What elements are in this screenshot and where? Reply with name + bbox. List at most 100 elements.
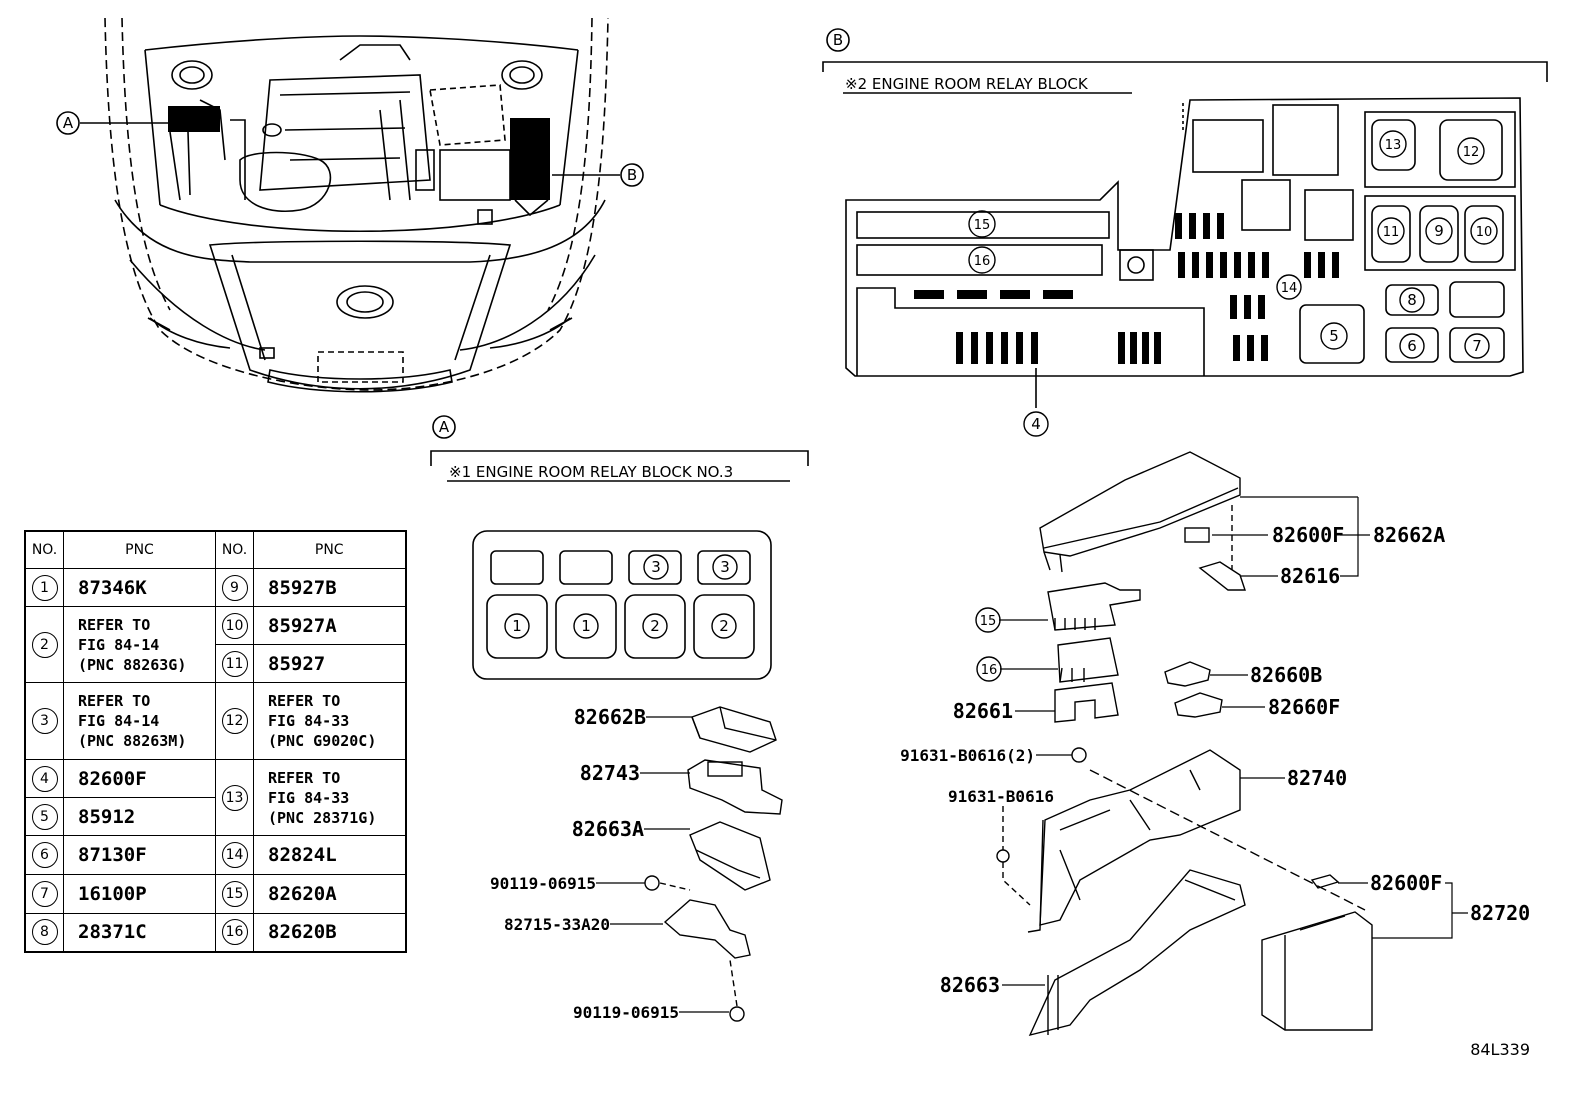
marker-8: 8	[1399, 287, 1425, 313]
svg-text:1: 1	[512, 617, 522, 635]
section-a-header-bracket	[430, 415, 809, 482]
row-number: 1	[31, 574, 58, 601]
row-pnc: 85927A	[253, 606, 406, 645]
part-91631-2-label: 91631-B0616(2)	[900, 746, 1035, 765]
row-number: 6	[31, 842, 58, 868]
figure-id: 84L339	[1470, 1040, 1530, 1059]
svg-text:4: 4	[1031, 415, 1041, 433]
relay-block-b-fuses	[914, 213, 1339, 364]
part-82662A-label: 82662A	[1373, 523, 1445, 547]
marker-13: 13	[1379, 130, 1407, 158]
svg-text:2: 2	[650, 617, 660, 635]
row-number: 5	[31, 803, 58, 830]
row-number: 10	[221, 612, 248, 639]
callout-b-overview	[552, 163, 644, 187]
svg-text:1: 1	[581, 617, 591, 635]
relay-block-b	[845, 97, 1524, 408]
part-82715-label: 82715-33A20	[504, 915, 610, 934]
row-pnc: 82600F	[63, 759, 216, 798]
part-marker-16: 16	[976, 656, 1002, 682]
svg-text:8: 8	[1407, 291, 1417, 309]
slot-marker-3: 3	[712, 554, 738, 580]
part-91631-label: 91631-B0616	[948, 787, 1054, 806]
slot-marker-2: 2	[711, 613, 737, 639]
engine-bay-illustration	[104, 17, 609, 393]
parts-b-drawings	[996, 451, 1373, 1037]
part-82662B-label: 82662B	[574, 705, 646, 729]
row-pnc: 82620B	[253, 913, 406, 952]
svg-text:13: 13	[1385, 138, 1402, 153]
callout-a-letter: A	[63, 114, 74, 132]
callout-a-overview	[56, 111, 175, 135]
section-b-header-bracket	[822, 28, 1548, 94]
marker-4: 4	[1023, 411, 1049, 437]
row-number: 8	[31, 919, 58, 946]
section-a-title: ※1 ENGINE ROOM RELAY BLOCK NO.3	[449, 463, 733, 481]
svg-text:16: 16	[981, 663, 998, 678]
row-number: 4	[31, 765, 58, 792]
row-number: 12	[221, 708, 248, 734]
svg-text:7: 7	[1472, 337, 1482, 355]
row-pnc: 87130F	[63, 835, 216, 875]
table-header-row: NO. PNC NO. PNC	[24, 530, 406, 569]
svg-text:5: 5	[1329, 327, 1339, 345]
row-number: 3	[31, 708, 58, 734]
table-header-no: NO.	[24, 530, 64, 569]
marker-5: 5	[1320, 322, 1348, 350]
table-row: 5 85912	[24, 797, 406, 836]
part-marker-15: 15	[975, 607, 1001, 633]
marker-12: 12	[1457, 137, 1485, 165]
row-number: 7	[31, 881, 58, 907]
svg-text:10: 10	[1476, 225, 1493, 240]
marker-15: 15	[968, 210, 996, 238]
marker-10: 10	[1470, 217, 1498, 245]
part-82740-label: 82740	[1287, 766, 1347, 790]
marker-16: 16	[968, 246, 996, 274]
svg-text:11: 11	[1383, 225, 1400, 240]
relay-block-a	[472, 530, 772, 680]
row-pnc: 28371C	[63, 913, 216, 952]
slot-marker-1: 1	[573, 613, 599, 639]
row-number: 15	[221, 881, 248, 907]
part-82743-label: 82743	[580, 761, 640, 785]
part-82663A-label: 82663A	[572, 817, 644, 841]
row-number: 14	[221, 842, 248, 868]
part-90119-top-label: 90119-06915	[490, 874, 596, 893]
svg-text:3: 3	[720, 558, 730, 576]
row-pnc: 85912	[63, 797, 216, 836]
svg-text:6: 6	[1407, 337, 1417, 355]
row-number: 9	[221, 574, 248, 601]
section-b-title: ※2 ENGINE ROOM RELAY BLOCK	[845, 75, 1089, 93]
slot-marker-1: 1	[504, 613, 530, 639]
marker-11: 11	[1377, 217, 1405, 245]
table-row: 7 16100P 15 82620A	[24, 874, 406, 914]
marker-14: 14	[1276, 274, 1302, 300]
svg-text:16: 16	[974, 254, 991, 269]
row-number: 16	[221, 919, 248, 946]
part-90119-bottom-label: 90119-06915	[573, 1003, 679, 1022]
svg-text:12: 12	[1463, 145, 1480, 160]
slot-marker-3: 3	[643, 554, 669, 580]
section-b-letter: B	[833, 31, 843, 49]
row-number: 11	[221, 650, 248, 677]
slot-marker-2: 2	[642, 613, 668, 639]
marker-9: 9	[1425, 217, 1453, 245]
table-row: 11 85927	[25, 644, 406, 683]
row-pnc: 85927	[253, 644, 406, 683]
part-82600F-top-label: 82600F	[1272, 523, 1344, 547]
row-number: 2	[31, 631, 58, 658]
svg-text:2: 2	[719, 617, 729, 635]
table-header-pnc: PNC	[253, 530, 406, 569]
table-header-pnc: PNC	[63, 530, 216, 569]
svg-text:3: 3	[651, 558, 661, 576]
part-82600F-bottom-label: 82600F	[1370, 871, 1442, 895]
